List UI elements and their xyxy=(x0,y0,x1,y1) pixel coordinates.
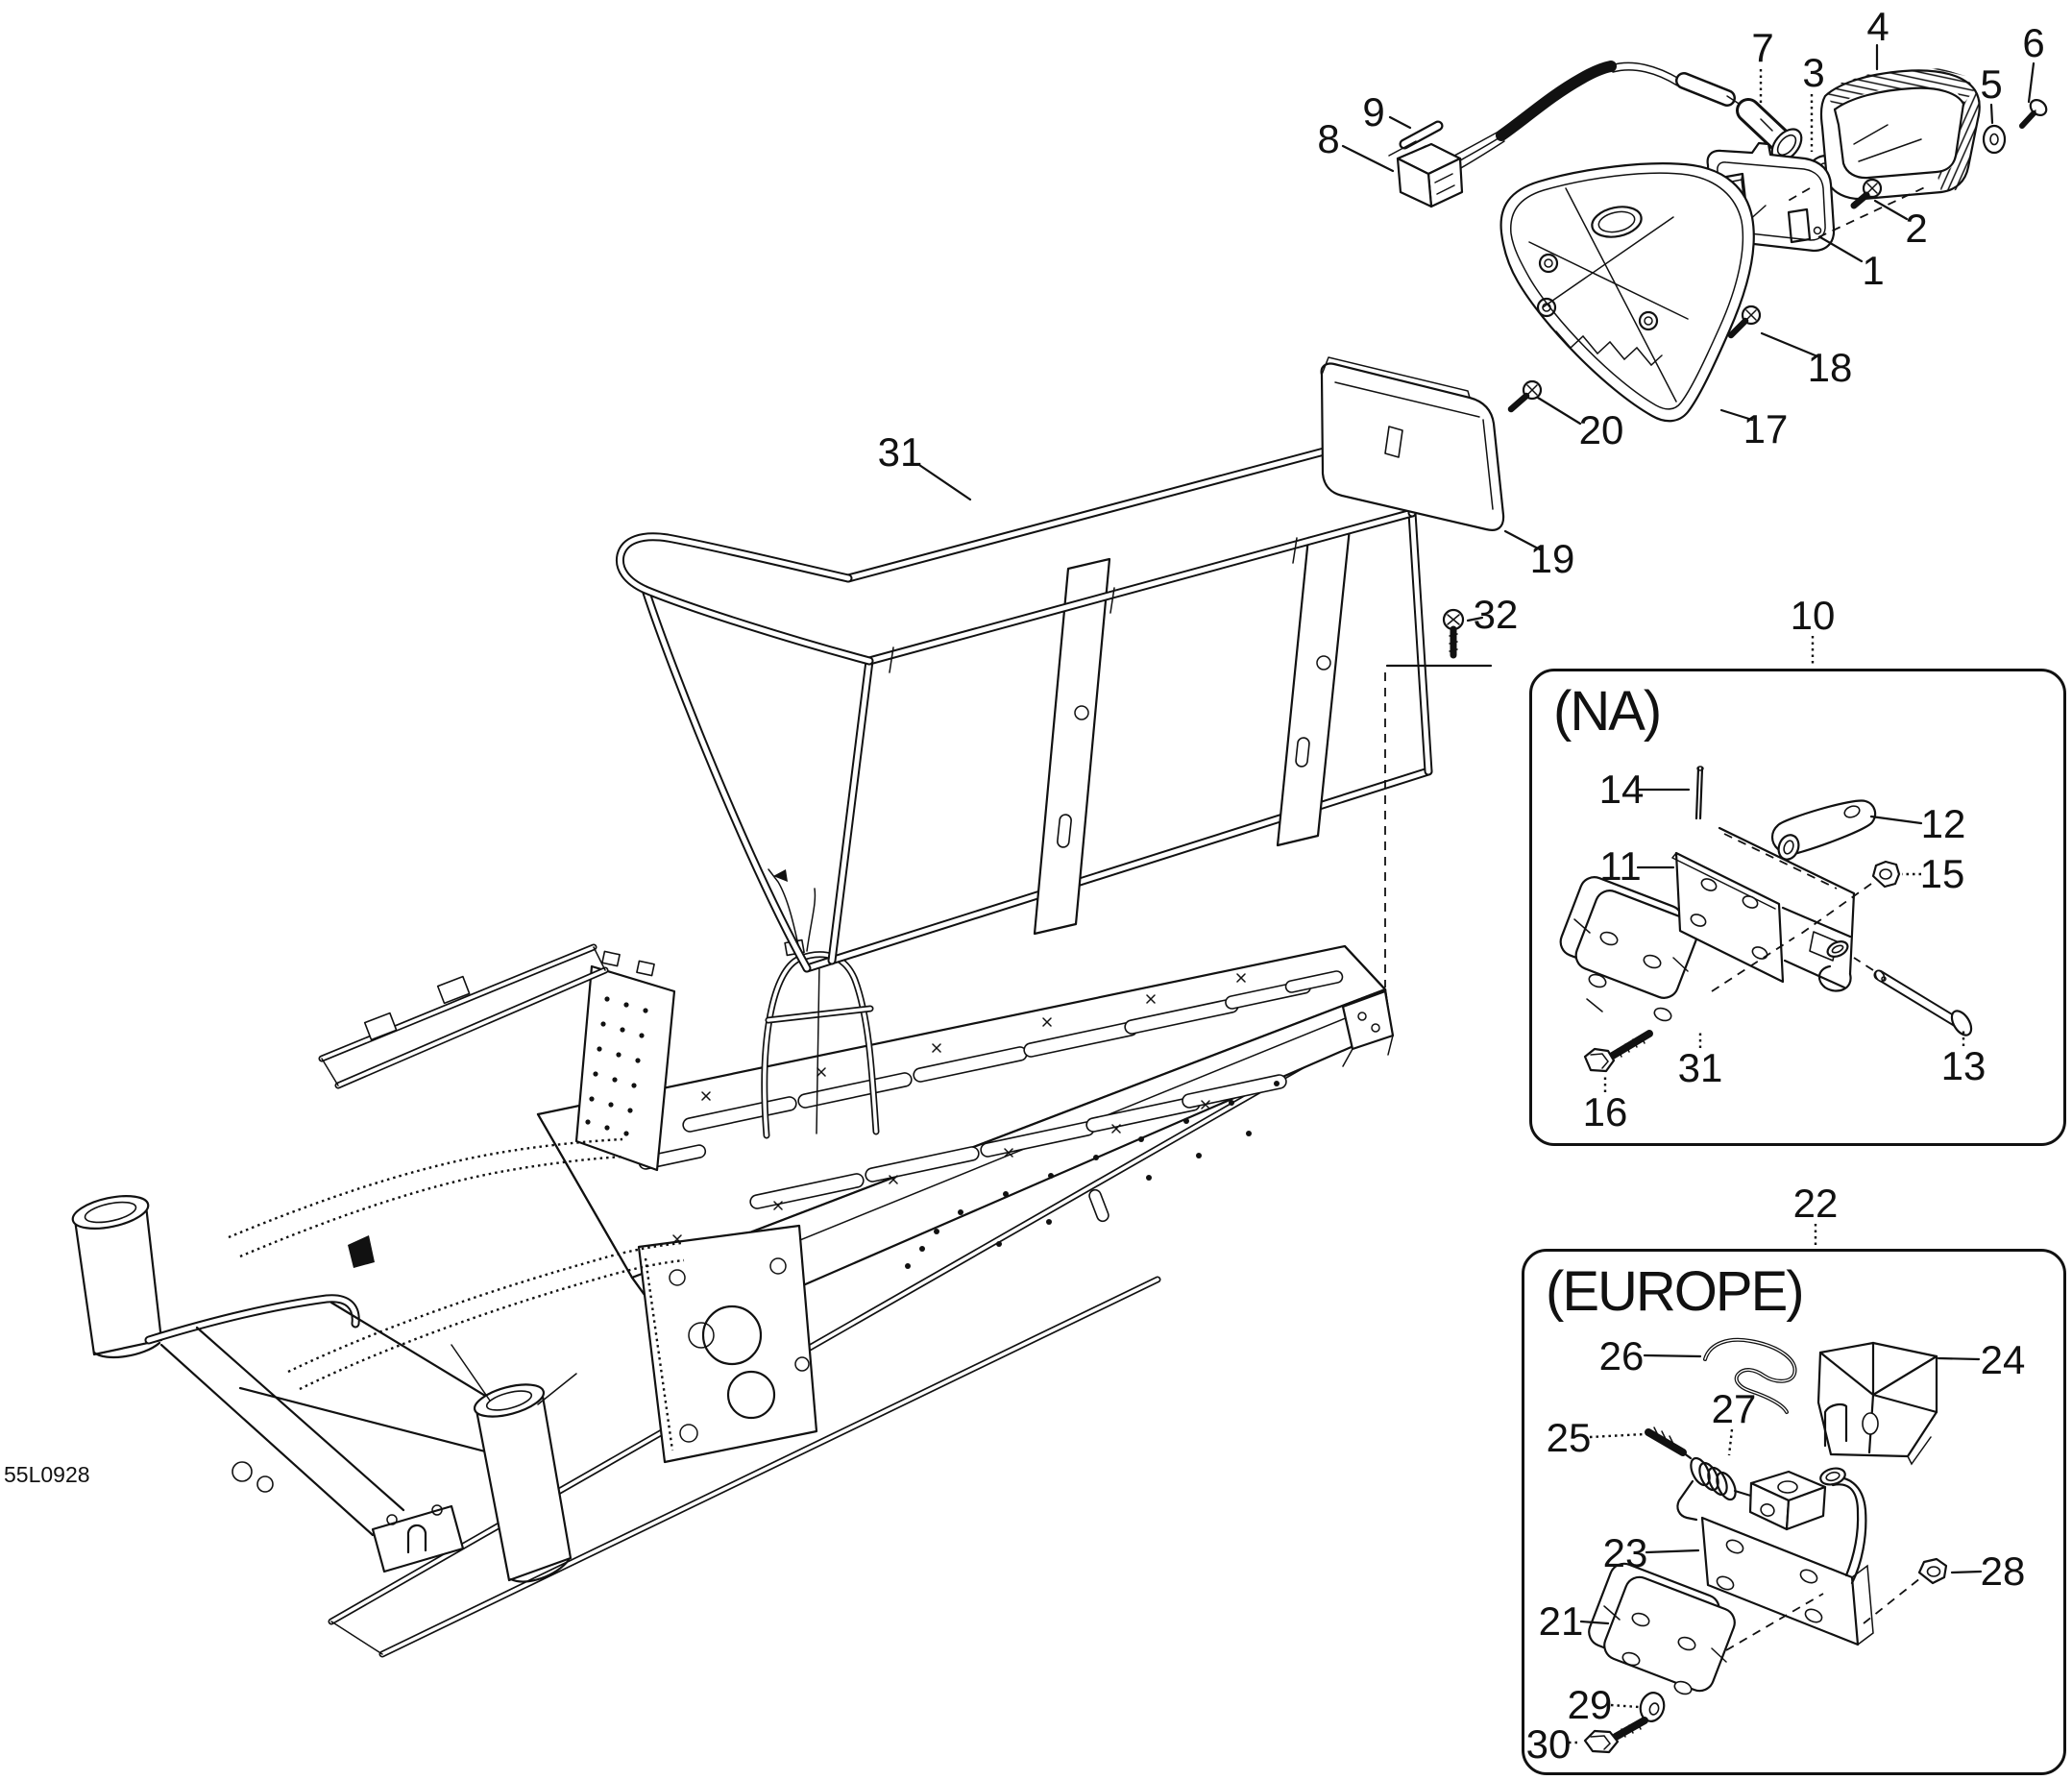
part-callout-19: 19 xyxy=(1529,536,1575,581)
part-callout-24: 24 xyxy=(1980,1337,2026,1382)
part-callout-16: 16 xyxy=(1582,1089,1628,1134)
na-box: (NA) xyxy=(1529,669,2066,1146)
taillight-assembly-drawing xyxy=(1320,61,2048,531)
part-callout-6: 6 xyxy=(2022,20,2045,65)
part-callout-14: 14 xyxy=(1598,767,1645,812)
part-callout-3: 3 xyxy=(1802,50,1825,95)
part-callout-29: 29 xyxy=(1567,1682,1613,1727)
leader-lines xyxy=(917,43,2035,1247)
part-callout-4: 4 xyxy=(1866,4,1889,49)
part-callout-15: 15 xyxy=(1919,851,1965,896)
europe-box-parts-drawing xyxy=(1569,1337,1983,1754)
part-callout-1: 1 xyxy=(1862,248,1885,293)
part-callout-10: 10 xyxy=(1790,593,1836,638)
part-callout-25: 25 xyxy=(1546,1415,1592,1460)
europe-box-title: (EUROPE) xyxy=(1546,1260,1805,1323)
part-callout-30: 30 xyxy=(1525,1721,1572,1767)
diagram-code: 55L0928 xyxy=(4,1462,90,1487)
part-callout-2: 2 xyxy=(1905,206,1928,251)
part-callout-13: 13 xyxy=(1940,1043,1987,1088)
part-callout-9: 9 xyxy=(1362,89,1385,134)
part-callout-22: 22 xyxy=(1792,1181,1839,1226)
part-callout-21: 21 xyxy=(1538,1598,1584,1644)
luggage-rack-drawing xyxy=(615,427,1433,973)
part-callout-12: 12 xyxy=(1920,801,1966,846)
part-callout-8: 8 xyxy=(1317,116,1340,161)
part-callout-27: 27 xyxy=(1711,1386,1757,1431)
part-callout-17: 17 xyxy=(1743,406,1789,451)
part-callout-32: 32 xyxy=(1473,592,1519,637)
na-box-title: (NA) xyxy=(1553,680,1662,743)
part-callout-11: 11 xyxy=(1599,843,1642,889)
part-callout-18: 18 xyxy=(1807,345,1853,390)
part-callout-5: 5 xyxy=(1980,61,2003,107)
part-callout-31-rack: 31 xyxy=(877,429,923,475)
europe-box: (EUROPE) xyxy=(1522,1249,2066,1775)
part-callout-7: 7 xyxy=(1751,25,1774,70)
part-callout-20: 20 xyxy=(1578,407,1624,452)
part-callout-26: 26 xyxy=(1598,1333,1645,1378)
na-box-parts-drawing xyxy=(1559,766,1973,1092)
chassis-tunnel-drawing xyxy=(71,868,1395,1658)
part-callout-23: 23 xyxy=(1602,1530,1648,1575)
part-callout-28: 28 xyxy=(1980,1548,2026,1594)
part-callout-31-na: 31 xyxy=(1677,1045,1723,1090)
